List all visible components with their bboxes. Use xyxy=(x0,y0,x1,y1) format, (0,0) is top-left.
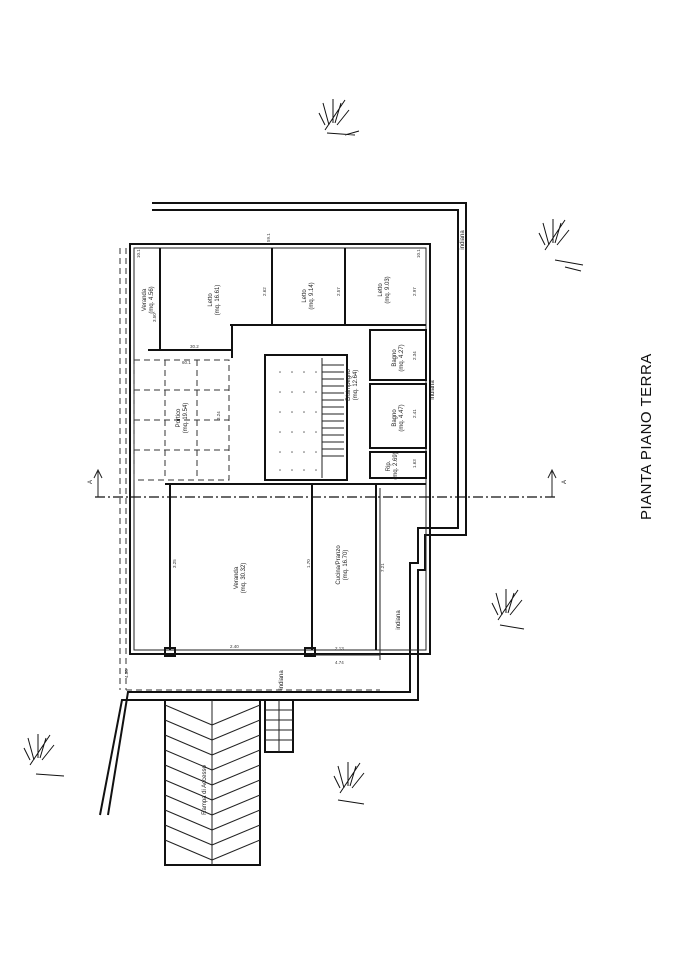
section-label-right: A xyxy=(562,480,568,484)
boundary-wall-inner xyxy=(107,209,459,816)
note-indiana: indiana xyxy=(396,610,402,630)
room-area: (mq. 9.03) xyxy=(385,276,391,303)
room-name: Veranda xyxy=(142,288,148,311)
ramp-name: Rampa di Accesso xyxy=(202,764,208,814)
room-area: (mq. 4.56) xyxy=(149,286,155,313)
room-bagno-2: Bagno (mq. 4.47) xyxy=(392,404,405,431)
dimension: 4.30 xyxy=(124,669,129,678)
plan-title: PIANTA PIANO TERRA xyxy=(638,353,655,520)
room-bagno-1: Bagno (mq. 4.27) xyxy=(392,344,405,371)
dimension: 4.74 xyxy=(335,660,344,665)
room-name: Veranda xyxy=(234,566,240,589)
room-portico: Portico (mq. 19.54) xyxy=(176,403,189,434)
stairs xyxy=(321,358,344,478)
dimension: 1.63 xyxy=(412,459,417,468)
dimension: 2.97 xyxy=(412,287,417,296)
entry-steps xyxy=(264,699,294,753)
bagno-2 xyxy=(369,383,427,449)
room-area: (mq. 4.47) xyxy=(399,404,405,431)
disimpegno xyxy=(264,354,348,481)
room-area: (mq. 4.27) xyxy=(399,344,405,371)
room-letto-2: Letto (mq. 9.14) xyxy=(302,282,315,309)
dimension: 30.2 xyxy=(190,344,199,349)
dimension: 2.41 xyxy=(412,409,417,418)
ripostiglio xyxy=(369,451,427,479)
tree-icon xyxy=(491,589,525,630)
dimension: 59.1 xyxy=(266,233,271,242)
room-area: (mq. 2.69) xyxy=(393,452,399,479)
dimension: 2.13 xyxy=(335,646,344,651)
room-area: (mq. 9.14) xyxy=(309,282,315,309)
room-name: Letto xyxy=(208,293,214,307)
room-disimpegno: Disimpegno (mq. 12.64) xyxy=(346,368,359,400)
room-veranda-small: Veranda (mq. 4.56) xyxy=(142,286,155,313)
dimension: 2.57 xyxy=(336,287,341,296)
room-area: (mq. 30.32) xyxy=(241,563,247,594)
note-indiana: indiana xyxy=(430,380,436,400)
room-area: (mq. 19.54) xyxy=(183,403,189,434)
dimension: 10.1 xyxy=(416,249,421,258)
section-label-left: A xyxy=(88,480,94,484)
dimension: 2.40 xyxy=(230,644,239,649)
room-cucina: Cucina/Pranzo (mq. 16.70) xyxy=(336,545,349,585)
note-indiana: indiana xyxy=(279,670,285,690)
dimension: 3.24 xyxy=(216,411,221,420)
room-name: Letto xyxy=(378,283,384,297)
room-name: Disimpegno xyxy=(346,368,352,400)
room-ripostiglio: Rip. (mq. 2.69) xyxy=(386,452,399,479)
dimension: 10.1 xyxy=(136,249,141,258)
dimension: 2.62 xyxy=(262,287,267,296)
ramp-label: Rampa di Accesso xyxy=(202,764,208,814)
dimension: 7.21 xyxy=(380,563,385,572)
room-name: Bagno xyxy=(392,409,398,427)
room-name: Portico xyxy=(176,408,182,427)
dimension: 3.50 xyxy=(152,313,157,322)
dimension: 60.1 xyxy=(182,360,191,365)
ramp-hatch xyxy=(164,700,261,865)
tree-icon xyxy=(23,734,65,777)
room-name: Rip. xyxy=(386,460,392,471)
room-area: (mq. 16.70) xyxy=(343,550,349,581)
bagno-1 xyxy=(369,329,427,381)
dimension: 3.25 xyxy=(172,559,177,568)
room-letto-3: Letto (mq. 9.03) xyxy=(378,276,391,303)
dimension: 2.34 xyxy=(412,351,417,360)
tree-icon xyxy=(538,219,584,272)
note-indiana: indiana xyxy=(460,230,466,250)
pillar xyxy=(164,647,176,657)
disimpegno-dots xyxy=(279,371,317,471)
room-veranda-large: Veranda (mq. 30.32) xyxy=(234,563,247,594)
pillar xyxy=(304,647,316,657)
tree-icon xyxy=(318,99,360,136)
room-letto-1: Letto (mq. 16.61) xyxy=(208,285,221,316)
room-name: Cucina/Pranzo xyxy=(336,545,342,585)
house-outline xyxy=(129,243,431,655)
room-name: Letto xyxy=(302,289,308,303)
tree-icon xyxy=(333,762,365,805)
dimension: 1.70 xyxy=(306,559,311,568)
room-area: (mq. 16.61) xyxy=(215,285,221,316)
room-area: (mq. 12.64) xyxy=(353,370,359,401)
room-name: Bagno xyxy=(392,349,398,367)
